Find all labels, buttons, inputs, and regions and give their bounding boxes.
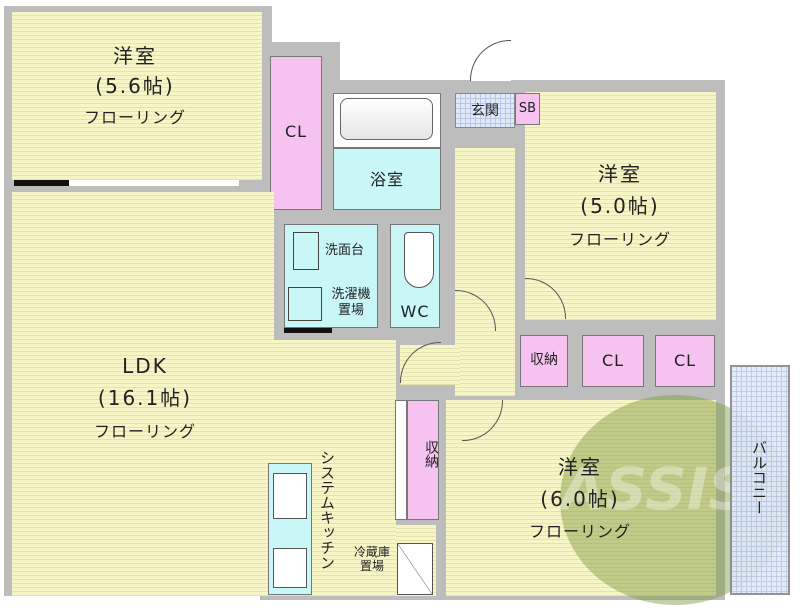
room-floor: フローリング xyxy=(568,230,671,249)
room-label: 洋室 xyxy=(113,44,157,68)
entrance-label: 玄関 xyxy=(471,103,499,119)
storage xyxy=(407,400,439,520)
shoe-box xyxy=(515,93,540,125)
front-door[interactable] xyxy=(470,40,511,81)
storage-label: 収納 xyxy=(530,352,558,368)
balcony xyxy=(730,365,790,595)
closet xyxy=(582,335,644,387)
room-floor: フローリング xyxy=(83,108,186,127)
washbasin-icon xyxy=(293,232,319,270)
closet-doors xyxy=(395,400,407,520)
washbasin-label: 洗面台 xyxy=(325,243,365,258)
storage xyxy=(520,335,568,387)
window xyxy=(284,328,332,333)
closet-label: CL xyxy=(601,351,625,370)
closet xyxy=(270,56,322,210)
kitchen-label: システムキッチン xyxy=(318,450,336,570)
bath-label: 浴室 xyxy=(369,170,404,189)
storage-label: 収納 xyxy=(423,440,439,468)
room-bath xyxy=(333,148,441,210)
toilet-icon xyxy=(404,232,434,288)
stove-icon xyxy=(273,548,307,588)
washer-label: 洗濯機置場 xyxy=(331,287,371,318)
wc-label: WC xyxy=(400,302,430,321)
room-label: LDK xyxy=(122,354,168,378)
entrance xyxy=(455,93,515,128)
sink-icon xyxy=(273,473,307,519)
room-washroom xyxy=(284,224,378,328)
room-label: 洋室 xyxy=(558,455,602,479)
bathtub-basin xyxy=(340,98,433,140)
room-floor: フローリング xyxy=(528,522,631,541)
room-western-5-0 xyxy=(525,92,716,320)
balcony-label: バルコニー xyxy=(750,440,768,515)
room-western-6-0 xyxy=(446,400,716,596)
room-ldk xyxy=(12,192,274,596)
room-size: (16.1帖) xyxy=(97,386,193,410)
washer-icon xyxy=(288,287,322,321)
room-size: (5.0帖) xyxy=(580,194,660,218)
room-floor: フローリング xyxy=(93,422,196,441)
window xyxy=(14,180,239,186)
shoe-box-label: SB xyxy=(518,101,537,116)
closet-label: CL xyxy=(673,351,697,370)
closet xyxy=(655,335,715,387)
room-size: (5.6帖) xyxy=(95,74,175,98)
closet-label: CL xyxy=(284,122,308,141)
room-label: 洋室 xyxy=(598,162,642,186)
room-western-5-6 xyxy=(12,12,262,180)
hallway xyxy=(455,148,515,396)
fridge-label: 冷蔵庫置場 xyxy=(353,545,390,574)
fridge-space xyxy=(397,543,433,595)
room-size: (6.0帖) xyxy=(540,487,620,511)
